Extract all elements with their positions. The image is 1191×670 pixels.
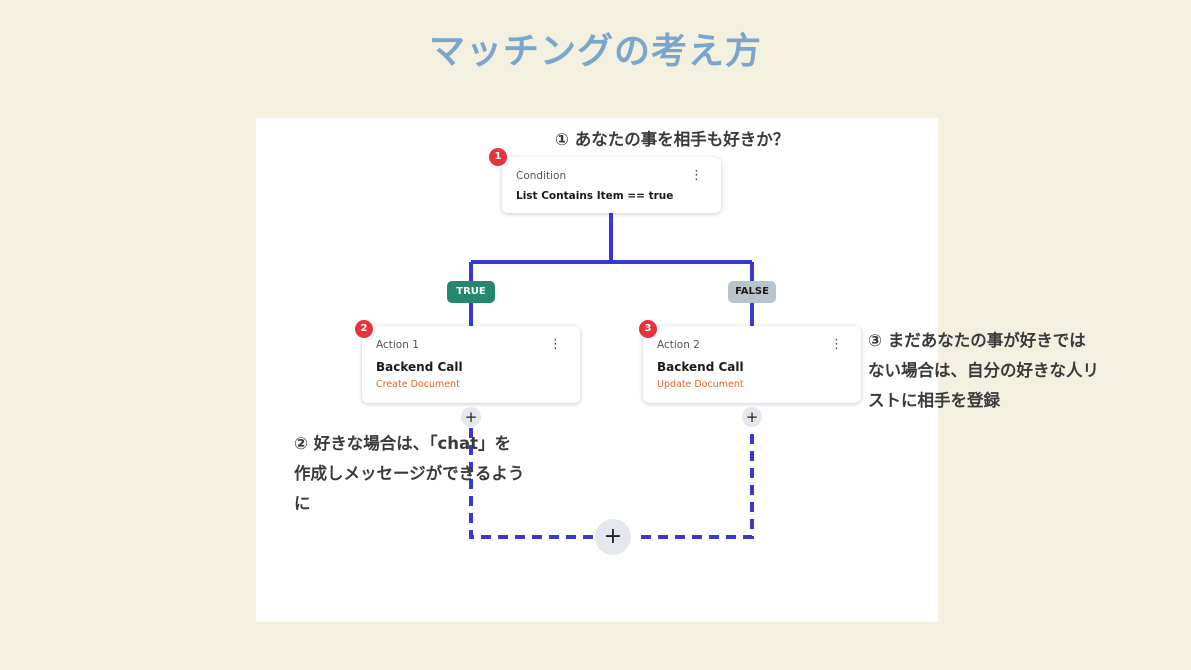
annotation-2-line-2: 作成しメッセージができるよう bbox=[294, 464, 525, 483]
annotation-3-line-2: ない場合は、自分の好きな人リ bbox=[868, 361, 1099, 380]
condition-node[interactable]: Condition List Contains Item == true ⋮ bbox=[502, 157, 721, 213]
annotation-2: ② 好きな場合は、「chat」を 作成しメッセージができるよう に bbox=[294, 429, 524, 519]
page-title: マッチングの考え方 bbox=[428, 31, 762, 72]
action1-node[interactable]: Action 1 Backend Call Create Document ⋮ bbox=[362, 326, 580, 403]
action1-subtitle: Create Document bbox=[376, 379, 460, 390]
more-vert-icon[interactable]: ⋮ bbox=[690, 168, 703, 183]
action2-label: Action 2 bbox=[657, 339, 700, 351]
condition-expression: List Contains Item == true bbox=[516, 190, 674, 202]
true-branch-badge: TRUE bbox=[447, 281, 495, 303]
action1-label: Action 1 bbox=[376, 339, 419, 351]
annotation-2-line-1: ② 好きな場合は、「chat」を bbox=[294, 434, 512, 453]
false-branch-badge: FALSE bbox=[728, 281, 776, 303]
annotation-3-line-1: ③ まだあなたの事が好きでは bbox=[868, 331, 1086, 350]
action2-title: Backend Call bbox=[657, 360, 744, 374]
flow-canvas: Condition List Contains Item == true ⋮ 1… bbox=[256, 118, 938, 622]
merge-connector bbox=[469, 428, 754, 539]
more-vert-icon[interactable]: ⋮ bbox=[830, 337, 843, 352]
annotation-3: ③ まだあなたの事が好きでは ない場合は、自分の好きな人リ ストに相手を登録 bbox=[868, 326, 1099, 416]
annotation-2-line-3: に bbox=[294, 494, 311, 513]
add-step-button-2[interactable]: + bbox=[742, 407, 762, 427]
condition-label: Condition bbox=[516, 170, 567, 182]
step-badge-3: 3 bbox=[638, 319, 658, 339]
action1-title: Backend Call bbox=[376, 360, 463, 374]
add-step-button-1[interactable]: + bbox=[461, 407, 481, 427]
step-badge-1: 1 bbox=[488, 147, 508, 167]
action2-node[interactable]: Action 2 Backend Call Update Document ⋮ bbox=[643, 326, 861, 403]
more-vert-icon[interactable]: ⋮ bbox=[549, 337, 562, 352]
flow-connectors bbox=[469, 213, 754, 539]
add-merge-button[interactable]: + bbox=[595, 519, 631, 555]
condition-connector bbox=[469, 213, 754, 326]
action2-subtitle: Update Document bbox=[657, 379, 744, 390]
step-badge-2: 2 bbox=[354, 319, 374, 339]
annotation-1: ① あなたの事を相手も好きか？ bbox=[555, 130, 790, 149]
annotation-3-line-3: ストに相手を登録 bbox=[868, 391, 1000, 410]
